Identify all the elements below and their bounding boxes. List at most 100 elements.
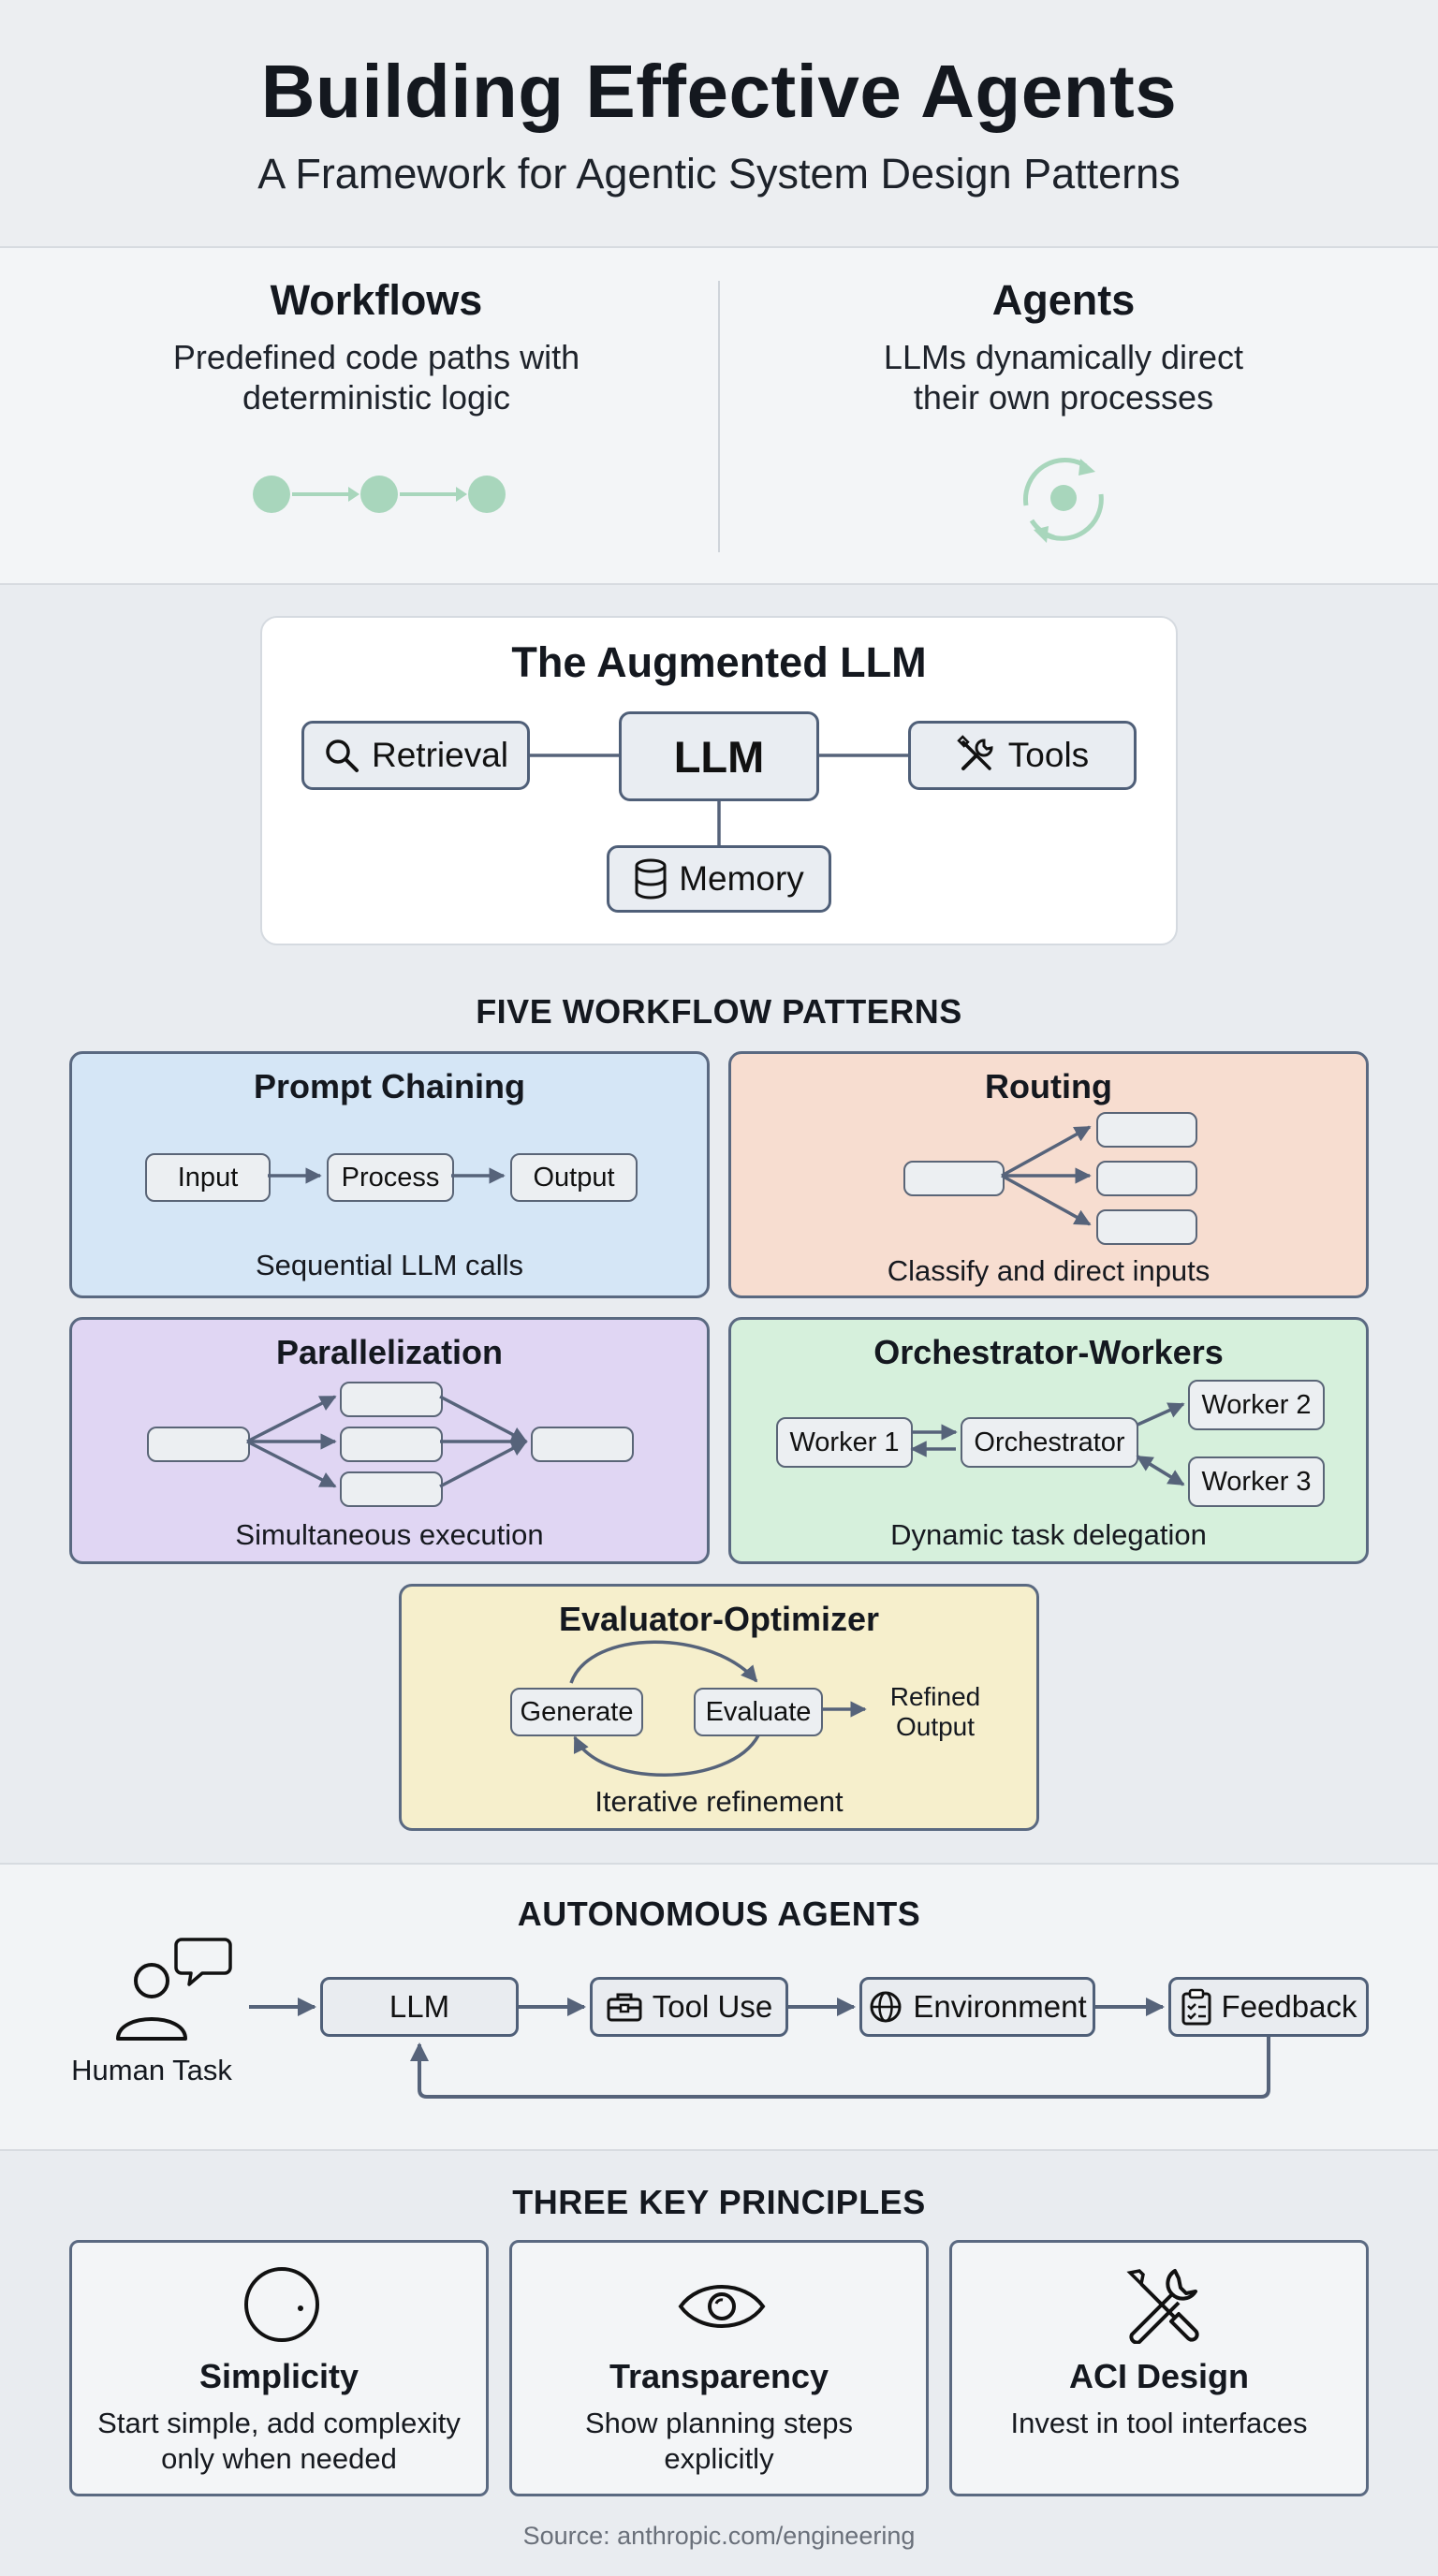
human-task-label: Human Task — [71, 2054, 232, 2086]
toolbox-icon — [607, 1993, 642, 2022]
agent-llm-label: LLM — [389, 1989, 450, 2024]
chain-output-label: Output — [533, 1162, 615, 1193]
evaluate-box: Evaluate — [694, 1688, 823, 1736]
workflows-desc-line1: Predefined code paths with — [172, 338, 580, 376]
chain-input-label: Input — [177, 1162, 239, 1193]
orchestrator-label: Orchestrator — [974, 1427, 1125, 1457]
feedback-label: Feedback — [1221, 1989, 1357, 2024]
parallel-input-box — [147, 1427, 250, 1462]
orchestrator-workers-card: Orchestrator-Workers Worker 1 Orchestrat… — [728, 1317, 1369, 1564]
tools-label: Tools — [1007, 736, 1090, 774]
comparison-divider — [718, 281, 720, 552]
agent-llm-node: LLM — [320, 1977, 519, 2037]
feedback-node: Feedback — [1168, 1977, 1369, 2037]
header-band — [0, 0, 1438, 248]
augmented-llm-title: The Augmented LLM — [511, 638, 927, 686]
page-subtitle: A Framework for Agentic System Design Pa… — [257, 150, 1181, 198]
memory-node: Memory — [607, 845, 831, 913]
agent-cycle-icon — [1023, 458, 1104, 543]
tool-use-node: Tool Use — [590, 1977, 788, 2037]
wrench-screwdriver-icon — [1126, 2269, 1199, 2344]
chain-input-box: Input — [145, 1153, 271, 1202]
workflow-path-icon — [253, 476, 506, 513]
principle-title-aci-design: ACI Design — [1068, 2357, 1250, 2395]
workflows-desc-line2: deterministic logic — [242, 378, 511, 417]
refined-output-line2: Output — [895, 1712, 976, 1741]
principle-title-transparency: Transparency — [609, 2357, 829, 2395]
orchestrator-workers-caption: Dynamic task delegation — [890, 1518, 1207, 1551]
environment-node: Environment — [859, 1977, 1095, 2037]
routing-output-box-1 — [1096, 1112, 1197, 1148]
principle-desc-transparency-line2: explicitly — [664, 2442, 774, 2475]
circle-icon — [244, 2267, 319, 2342]
generate-box: Generate — [510, 1688, 643, 1736]
parallelization-title: Parallelization — [275, 1333, 504, 1371]
routing-card: Routing Classify and direct inputs — [728, 1051, 1369, 1298]
principles-section-label: THREE KEY PRINCIPLES — [512, 2183, 926, 2221]
llm-core-node: LLM — [619, 711, 819, 801]
principle-desc-simplicity-line2: only when needed — [161, 2442, 397, 2475]
prompt-chaining-title: Prompt Chaining — [254, 1067, 525, 1105]
prompt-chaining-card: Prompt Chaining Input Process Output Seq… — [69, 1051, 710, 1298]
routing-output-box-3 — [1096, 1209, 1197, 1245]
principle-desc-aci-design-line1: Invest in tool interfaces — [1010, 2407, 1308, 2439]
environment-label: Environment — [913, 1989, 1087, 2024]
llm-core-label: LLM — [673, 731, 765, 782]
parallel-branch-box-1 — [340, 1382, 443, 1417]
agents-description: LLMs dynamically direct their own proces… — [736, 337, 1391, 417]
source-footer: Source: anthropic.com/engineering — [522, 2522, 916, 2550]
parallel-branch-box-3 — [340, 1471, 443, 1507]
evaluator-optimizer-caption: Iterative refinement — [594, 1785, 844, 1818]
principle-card-aci-design: ACI Design Invest in tool interfaces — [949, 2240, 1369, 2496]
human-chat-icon — [116, 1938, 232, 2041]
parallel-branch-box-2 — [340, 1427, 443, 1462]
globe-icon — [870, 1991, 902, 2023]
principle-desc-transparency: Show planning steps explicitly — [521, 2406, 917, 2477]
chain-output-box: Output — [510, 1153, 638, 1202]
retrieval-node: Retrieval — [301, 721, 530, 790]
search-icon — [326, 739, 359, 772]
principle-card-transparency: Transparency Show planning steps explici… — [509, 2240, 929, 2496]
evaluator-optimizer-card: Evaluator-Optimizer Generate Evaluate Re… — [399, 1584, 1039, 1831]
refined-output-text: Refined Output — [870, 1682, 1001, 1742]
parallelization-caption: Simultaneous execution — [235, 1518, 544, 1551]
orchestrator-workers-title: Orchestrator-Workers — [873, 1333, 1224, 1371]
memory-label: Memory — [679, 859, 804, 898]
worker-1-label: Worker 1 — [789, 1427, 900, 1457]
evaluate-label: Evaluate — [705, 1696, 812, 1727]
worker-1-box: Worker 1 — [776, 1417, 913, 1468]
principle-desc-transparency-line1: Show planning steps — [584, 2407, 854, 2439]
prompt-chaining-caption: Sequential LLM calls — [255, 1249, 524, 1281]
worker-2-box: Worker 2 — [1188, 1380, 1325, 1430]
chain-process-label: Process — [341, 1162, 440, 1193]
patterns-section-label: FIVE WORKFLOW PATTERNS — [476, 992, 962, 1031]
parallel-output-box — [531, 1427, 634, 1462]
principle-desc-simplicity-line1: Start simple, add complexity — [97, 2407, 461, 2439]
page-title: Building Effective Agents — [260, 50, 1178, 133]
eye-icon — [678, 2285, 766, 2328]
chain-process-box: Process — [327, 1153, 454, 1202]
principle-title-simplicity: Simplicity — [198, 2357, 360, 2395]
retrieval-label: Retrieval — [372, 736, 508, 774]
refined-output-line1: Refined — [889, 1682, 981, 1711]
principle-card-simplicity: Simplicity Start simple, add complexity … — [69, 2240, 489, 2496]
parallelization-card: Parallelization Simultaneous execution — [69, 1317, 710, 1564]
agents-desc-line1: LLMs dynamically direct — [883, 338, 1244, 376]
routing-input-box — [903, 1161, 1005, 1196]
tools-node: Tools — [908, 721, 1137, 790]
generate-label: Generate — [520, 1696, 634, 1727]
database-icon — [635, 858, 667, 900]
workflows-description: Predefined code paths with deterministic… — [49, 337, 704, 417]
principle-desc-simplicity: Start simple, add complexity only when n… — [81, 2406, 477, 2477]
clipboard-icon — [1181, 1988, 1211, 2026]
workflows-title: Workflows — [270, 276, 483, 324]
orchestrator-box: Orchestrator — [961, 1417, 1138, 1468]
tools-icon — [957, 735, 993, 770]
worker-3-label: Worker 3 — [1201, 1466, 1312, 1497]
tool-use-label: Tool Use — [652, 1989, 773, 2024]
agents-title: Agents — [991, 276, 1136, 324]
routing-title: Routing — [985, 1067, 1112, 1105]
worker-2-label: Worker 2 — [1201, 1389, 1312, 1420]
worker-3-box: Worker 3 — [1188, 1456, 1325, 1507]
principle-desc-aci-design: Invest in tool interfaces — [961, 2406, 1357, 2441]
